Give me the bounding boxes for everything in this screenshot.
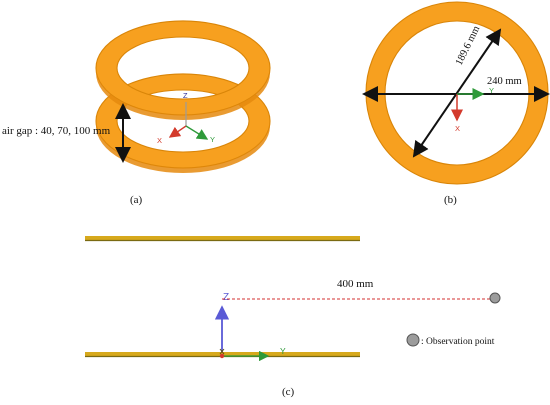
panel-a-y-axis xyxy=(185,125,209,140)
upper-ring-body xyxy=(95,20,271,116)
panel-c-origin xyxy=(219,353,225,359)
upper-ring xyxy=(95,20,271,120)
panel-b-y-label: Y xyxy=(489,86,494,95)
panel-a-x-axis xyxy=(168,125,187,138)
legend-observation-point-label: : Observation point xyxy=(421,337,495,347)
legend-observation-point-icon xyxy=(406,333,420,347)
outer-diameter-label: 240 mm xyxy=(487,76,522,87)
panel-b-coil-top-view: X Y 189.6 mm 240 mm (b) xyxy=(362,1,550,206)
panel-c-caption: (c) xyxy=(282,386,295,398)
panel-a-axis-triad: Z X Y xyxy=(157,91,215,145)
panel-c-y-label: Y xyxy=(280,346,286,356)
panel-b-x-label: X xyxy=(455,124,460,133)
panel-a-caption: (a) xyxy=(130,194,143,206)
observation-point xyxy=(489,292,501,304)
panel-b-caption: (b) xyxy=(444,194,457,206)
distance-label: 400 mm xyxy=(337,278,374,290)
panel-c-origin-mark xyxy=(219,348,225,355)
panel-c-z-label: Z xyxy=(223,292,229,303)
panel-a-z-label: Z xyxy=(183,91,188,100)
panel-c-side-view: Z Y 400 mm : Observation point (c) xyxy=(85,236,501,398)
panel-a-y-label: Y xyxy=(210,135,215,144)
panel-a-x-label: X xyxy=(157,136,162,145)
air-gap-label: air gap : 40, 70, 100 mm xyxy=(2,125,111,137)
panel-a-coil-diagram: Z X Y air gap : 40, 70, 100 mm (a) xyxy=(2,20,271,206)
top-coil-section xyxy=(85,236,360,241)
